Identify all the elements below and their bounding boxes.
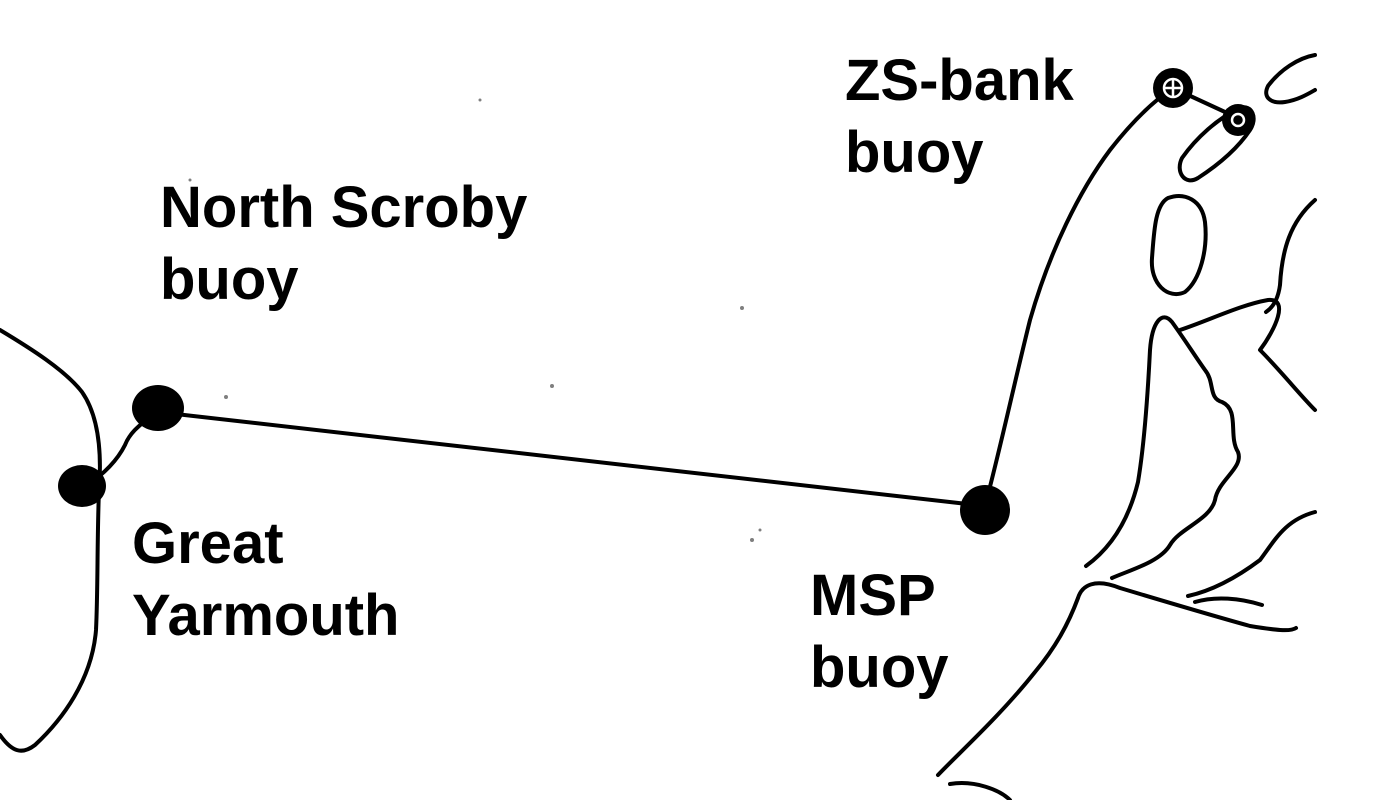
msp-buoy-label: MSP buoy — [810, 560, 949, 704]
netherlands-coastline — [936, 581, 1298, 777]
great-yarmouth-label: Great Yarmouth — [132, 508, 400, 652]
north-scroby-buoy-marker — [132, 385, 184, 431]
msp-label-line2: buoy — [810, 635, 949, 700]
msp-label-line1: MSP — [810, 563, 936, 628]
north-scroby-buoy-label: North Scroby buoy — [160, 172, 527, 316]
route-msp-zsbank — [983, 86, 1175, 508]
netherlands-coast-lower — [948, 781, 1012, 800]
island-station-marker — [1222, 104, 1254, 136]
north-scroby-label-line1: North Scroby — [160, 175, 528, 240]
zs-bank-label-line2: buoy — [845, 120, 984, 185]
noord-holland-shore — [1084, 315, 1241, 580]
inner-shore-3 — [1186, 510, 1317, 598]
zs-bank-label-line1: ZS-bank — [845, 48, 1074, 113]
friesland-shore — [1264, 198, 1317, 314]
route-scroby-msp — [156, 410, 987, 508]
island-terschelling — [1264, 53, 1317, 105]
msp-buoy-marker — [960, 485, 1010, 535]
great-yarmouth-label-line1: Great — [132, 511, 284, 576]
uk-coastline — [0, 328, 102, 753]
great-yarmouth-label-line2: Yarmouth — [132, 583, 400, 648]
afsluitdijk — [1193, 596, 1264, 607]
island-texel — [1149, 194, 1208, 296]
north-scroby-label-line2: buoy — [160, 247, 299, 312]
inner-shore-2 — [1178, 297, 1317, 412]
great-yarmouth-marker — [58, 465, 106, 507]
zs-bank-buoy-label: ZS-bank buoy — [845, 45, 1074, 189]
